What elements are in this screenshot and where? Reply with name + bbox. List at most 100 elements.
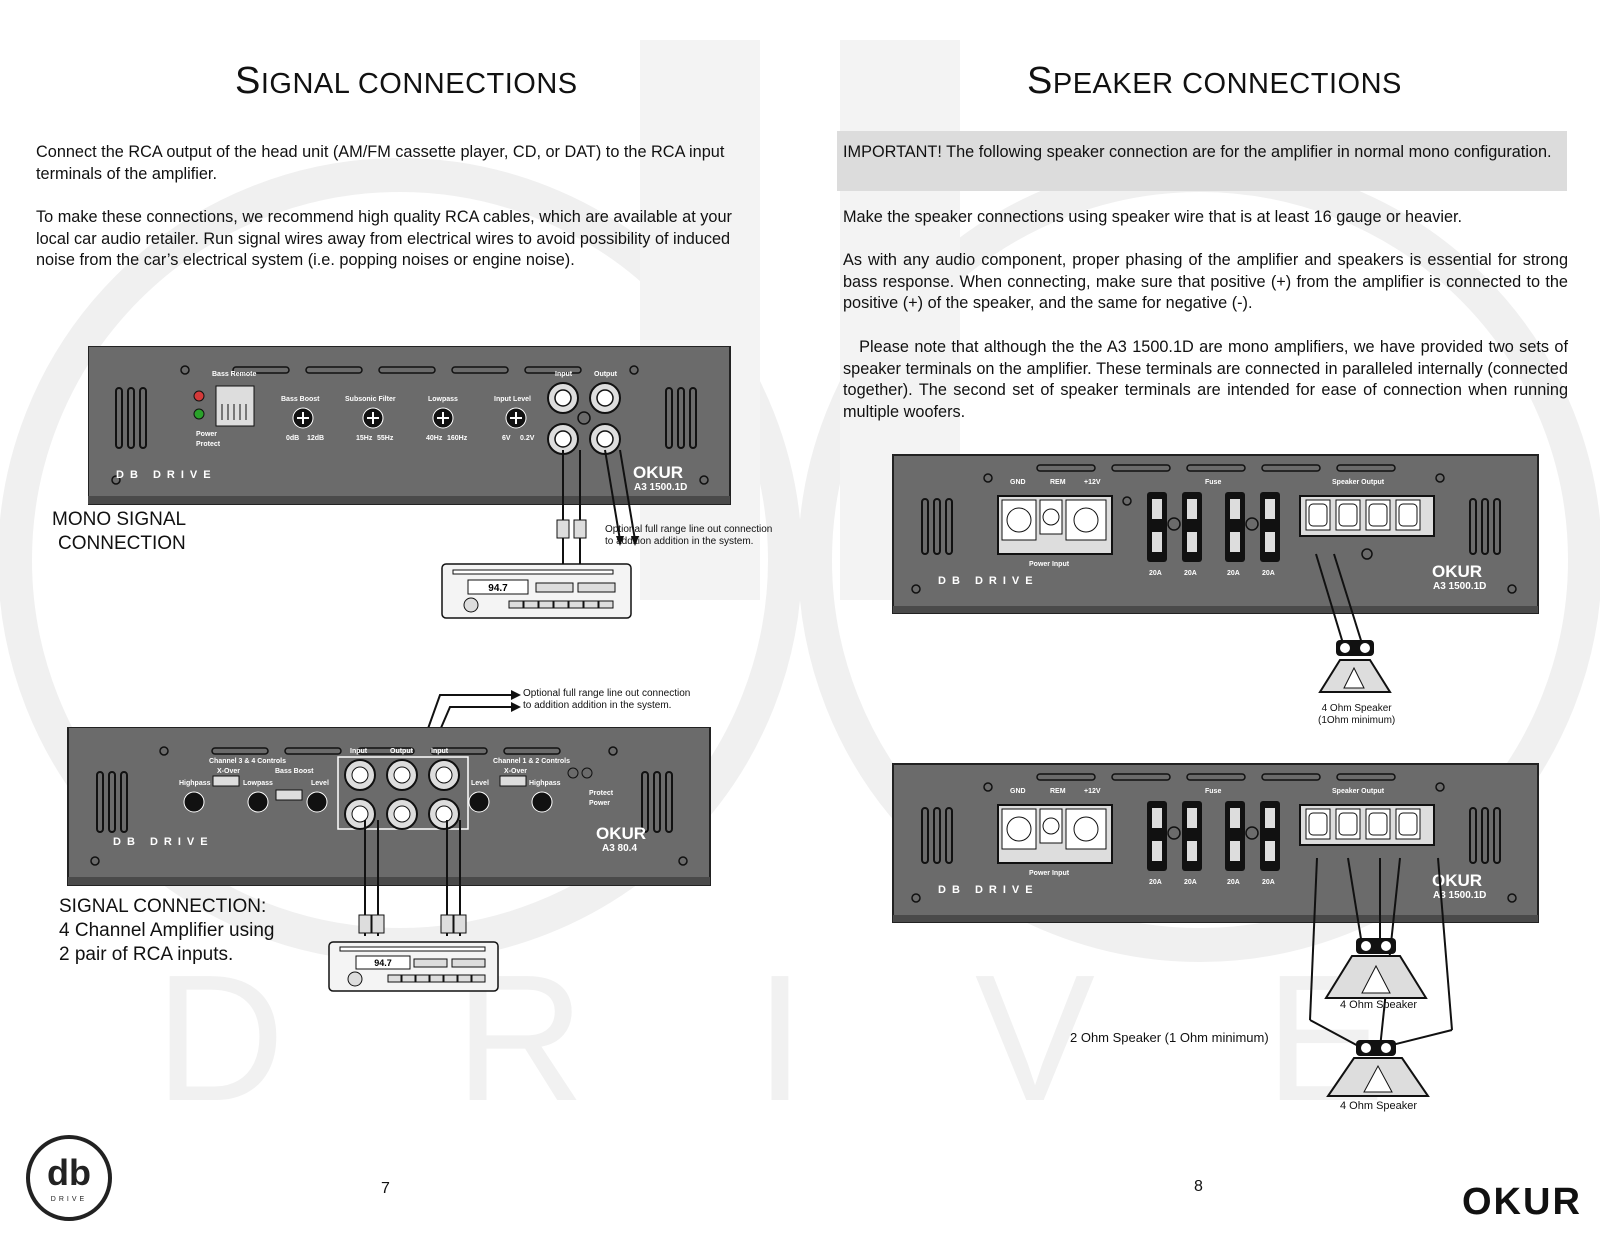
svg-text:20A: 20A: [1262, 570, 1275, 577]
speaker-1-diagram: [1315, 553, 1392, 693]
svg-text:Channel 3 & 4 Controls: Channel 3 & 4 Controls: [209, 758, 286, 765]
speaker-b-label: 4 Ohm Speaker: [1340, 1100, 1418, 1112]
amp-diagram-speaker-2: GND REM +12V Power Input Fuse 20A 20A 20…: [892, 763, 1539, 923]
svg-text:20A: 20A: [1262, 879, 1275, 886]
svg-text:A3 1500.1D: A3 1500.1D: [1433, 890, 1486, 901]
speaker-para-1: Make the speaker connections using speak…: [843, 208, 1463, 226]
svg-text:DRIVE: DRIVE: [51, 1196, 87, 1203]
svg-text:Bass Boost: Bass Boost: [281, 396, 320, 403]
important-note: IMPORTANT! The following speaker connect…: [843, 143, 1552, 161]
speaker-para-2: As with any audio component, proper phas…: [843, 251, 1568, 312]
svg-text:Fuse: Fuse: [1205, 479, 1221, 486]
svg-text:Highpass: Highpass: [529, 780, 561, 787]
head-unit-4ch: 94.7: [328, 941, 499, 992]
svg-text:20A: 20A: [1227, 570, 1240, 577]
svg-text:OKUR: OKUR: [1432, 871, 1482, 890]
svg-text:0.2V: 0.2V: [520, 435, 535, 442]
okur-logo: OKUR: [1462, 1181, 1582, 1220]
svg-text:20A: 20A: [1149, 879, 1162, 886]
svg-text:Level: Level: [471, 780, 489, 787]
page-number-right: 8: [1194, 1178, 1203, 1195]
svg-text:Speaker Output: Speaker Output: [1332, 479, 1385, 486]
4ch-wires: [358, 820, 467, 936]
svg-text:OKUR: OKUR: [633, 463, 683, 482]
svg-text:Channel 1 & 2 Controls: Channel 1 & 2 Controls: [493, 758, 570, 765]
amp-diagram-speaker-1: GND REM +12V Power Input Fuse 20A 20A 20…: [892, 454, 1539, 614]
svg-text:db: db: [47, 1152, 91, 1193]
svg-text:Input Level: Input Level: [494, 396, 531, 403]
svg-text:Bass Boost: Bass Boost: [275, 768, 314, 775]
svg-text:A3 1500.1D: A3 1500.1D: [1433, 581, 1486, 592]
db-drive-logo: db DRIVE: [26, 1135, 112, 1221]
svg-text:12dB: 12dB: [307, 435, 324, 442]
svg-text:OKUR: OKUR: [1432, 562, 1482, 581]
svg-text:Protect: Protect: [196, 441, 221, 448]
svg-text:Output: Output: [594, 371, 618, 378]
svg-text:Power Input: Power Input: [1029, 870, 1070, 877]
svg-text:Lowpass: Lowpass: [428, 396, 458, 403]
svg-text:Input: Input: [555, 371, 573, 378]
svg-text:20A: 20A: [1149, 570, 1162, 577]
speaker-1-label: 4 Ohm Speaker(1Ohm minimum): [1318, 703, 1396, 726]
svg-text:A3 1500.1D: A3 1500.1D: [634, 482, 687, 493]
svg-text:DB DRIVE: DB DRIVE: [113, 836, 214, 848]
svg-text:Input: Input: [350, 748, 368, 755]
svg-text:20A: 20A: [1184, 570, 1197, 577]
svg-text:Fuse: Fuse: [1205, 788, 1221, 795]
svg-text:40Hz: 40Hz: [426, 435, 443, 442]
svg-text:Lowpass: Lowpass: [243, 780, 273, 787]
svg-text:REM: REM: [1050, 788, 1066, 795]
svg-text:0dB: 0dB: [286, 435, 299, 442]
svg-text:REM: REM: [1050, 479, 1066, 486]
speaker-para-3: Please note that although the the A3 150…: [843, 338, 1573, 421]
svg-text:OKUR: OKUR: [596, 824, 646, 843]
page-title-signal: SIGNAL CONNECTIONS: [235, 60, 578, 102]
svg-text:94.7: 94.7: [488, 583, 508, 594]
svg-text:X-Over: X-Over: [217, 768, 240, 775]
svg-text:GND: GND: [1010, 788, 1026, 795]
svg-text:160Hz: 160Hz: [447, 435, 468, 442]
svg-text:+12V: +12V: [1084, 479, 1101, 486]
svg-text:Input: Input: [431, 748, 449, 755]
svg-text:20A: 20A: [1184, 879, 1197, 886]
svg-text:Highpass: Highpass: [179, 780, 211, 787]
svg-text:GND: GND: [1010, 479, 1026, 486]
svg-text:Power: Power: [589, 800, 610, 807]
svg-text:55Hz: 55Hz: [377, 435, 394, 442]
page-title-speaker: SPEAKER CONNECTIONS: [1027, 60, 1402, 102]
svg-text:A3 80.4: A3 80.4: [602, 843, 637, 854]
svg-text:Protect: Protect: [589, 790, 614, 797]
svg-text:Power Input: Power Input: [1029, 561, 1070, 568]
svg-text:Speaker Output: Speaker Output: [1332, 788, 1385, 795]
svg-text:Subsonic Filter: Subsonic Filter: [345, 396, 396, 403]
two-ohm-label: 2 Ohm Speaker (1 Ohm minimum): [1070, 1030, 1269, 1045]
signal-para-2: To make these connections, we recommend …: [36, 208, 732, 269]
important-box: [837, 131, 1567, 191]
svg-text:Bass Remote: Bass Remote: [212, 371, 256, 378]
svg-text:OKUR: OKUR: [1462, 1181, 1582, 1220]
svg-text:Power: Power: [196, 431, 217, 438]
svg-text:DB DRIVE: DB DRIVE: [938, 884, 1039, 896]
svg-text:Output: Output: [390, 748, 414, 755]
head-unit-mono: 94.7: [441, 563, 632, 619]
signal-para-1: Connect the RCA output of the head unit …: [36, 143, 725, 183]
svg-text:94.7: 94.7: [374, 958, 392, 968]
svg-text:X-Over: X-Over: [504, 768, 527, 775]
mono-wires: [556, 449, 639, 565]
two-speakers-diagram: [1309, 857, 1453, 1097]
svg-text:20A: 20A: [1227, 879, 1240, 886]
svg-text:15Hz: 15Hz: [356, 435, 373, 442]
page-number-left: 7: [381, 1180, 390, 1197]
4ch-caption: SIGNAL CONNECTION:4 Channel Amplifier us…: [59, 896, 275, 965]
speaker-a-label: 4 Ohm Speaker: [1340, 999, 1418, 1011]
svg-text:+12V: +12V: [1084, 788, 1101, 795]
amp-diagram-mono: Bass Remote Power Protect Bass Boost Sub…: [88, 346, 731, 505]
svg-text:6V: 6V: [502, 435, 511, 442]
svg-text:DB DRIVE: DB DRIVE: [116, 469, 217, 481]
svg-text:Level: Level: [311, 780, 329, 787]
svg-text:DB DRIVE: DB DRIVE: [938, 575, 1039, 587]
amp-diagram-4ch: Channel 3 & 4 Controls Channel 1 & 2 Con…: [67, 727, 711, 886]
